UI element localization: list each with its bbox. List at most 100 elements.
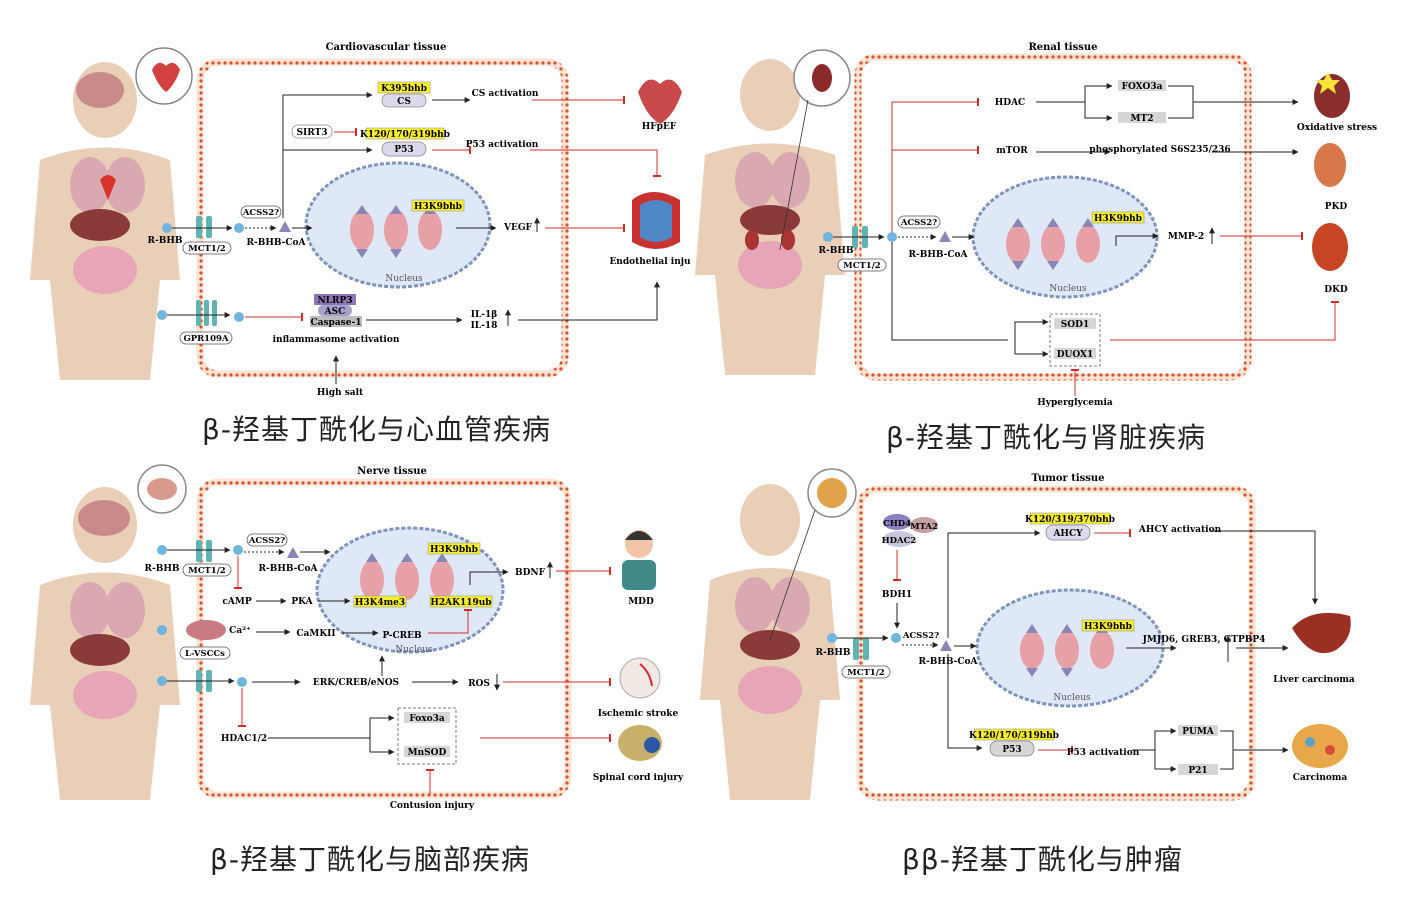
rbhb-coa-label-2: R-BHB-CoA xyxy=(909,250,969,260)
acss2-label-2: ACSS2? xyxy=(900,218,937,228)
ischemic-label: Ischemic stroke xyxy=(598,709,679,719)
rbhb-label: R-BHB xyxy=(148,236,183,246)
camkii-label: CaMKII xyxy=(296,629,335,639)
erk-label: ERK/CREB/eNOS xyxy=(313,678,399,688)
asc-label: ASC xyxy=(324,307,346,317)
gpr109a-receptor xyxy=(196,300,217,326)
mct-transporter xyxy=(196,216,212,238)
human-body-figure-4 xyxy=(700,484,840,800)
acss2-label-3: ACSS2? xyxy=(248,536,285,546)
k120-170bhb-label: K120/170/319bhb xyxy=(969,731,1059,741)
tissue-title: Cardiovascular tissue xyxy=(326,42,447,53)
hdac-label: HDAC xyxy=(995,98,1025,108)
spinal-label: Spinal cord injury xyxy=(593,773,684,783)
h3k9bhb-label-3: H3K9bhb xyxy=(430,545,478,555)
acss2-label-4: ACSS2? xyxy=(902,631,939,641)
h3k9bhb-label-4: H3K9bhb xyxy=(1084,622,1132,632)
rbhb-label-4: R-BHB xyxy=(816,648,851,658)
k120bhb-label: K120/170/319bhb xyxy=(360,130,450,140)
cs-activation-label: CS activation xyxy=(472,89,539,99)
hdac2-label: HDAC2 xyxy=(882,536,917,546)
tissue-title-2: Renal tissue xyxy=(1028,42,1097,53)
puma-label: PUMA xyxy=(1182,727,1215,737)
inflammasome-label: inflammasome activation xyxy=(273,335,400,345)
caption-nerve: β-羟基丁酰化与脑部疾病 xyxy=(210,843,530,876)
k120-319bhb-label: K120/319/370bhb xyxy=(1025,515,1115,525)
bdnf-label: BDNF xyxy=(515,568,546,578)
lung-icon xyxy=(70,157,110,213)
brain-zoom-icon xyxy=(147,478,177,500)
p21-label: P21 xyxy=(1188,766,1207,776)
mta2-label: MTA2 xyxy=(910,522,938,532)
panel-nerve: Nerve tissue Nucleus H3K9bhb H3K4me3 H2A… xyxy=(30,464,684,811)
intestine-icon xyxy=(73,246,137,294)
rbhb-coa-triangle xyxy=(279,221,291,232)
h3k4me3-label: H3K4me3 xyxy=(355,598,405,608)
mct-label-3: MCT1/2 xyxy=(188,566,226,576)
nucleus-label-4: Nucleus xyxy=(1053,693,1091,703)
high-salt-label: High salt xyxy=(317,388,364,398)
acss2-label: ACSS2? xyxy=(242,208,279,218)
p53-activation-label: P53 activation xyxy=(466,140,539,150)
kidney-zoom-icon xyxy=(812,64,832,92)
hdac2-shape xyxy=(883,531,915,547)
mmp2-label: MMP-2 xyxy=(1168,232,1204,242)
foxo3a-label: FOXO3a xyxy=(1122,82,1163,92)
duox1-label: DUOX1 xyxy=(1057,350,1094,360)
hfpef-label: HFpEF xyxy=(642,122,677,132)
rbhb-coa-label-3: R-BHB-CoA xyxy=(259,564,319,574)
kidney-pkd-icon xyxy=(1314,143,1346,187)
h2ak119ub-label: H2AK119ub xyxy=(430,598,491,608)
dkd-label: DKD xyxy=(1324,285,1348,295)
h3k9bhb-label-2: H3K9bhb xyxy=(1094,214,1142,224)
sod1-label: SOD1 xyxy=(1061,320,1089,330)
blood-vessel-icon xyxy=(632,192,680,249)
human-body-figure-3 xyxy=(30,487,180,800)
gpr109a-label: GPR109A xyxy=(183,334,228,344)
mct-label-2: MCT1/2 xyxy=(843,261,881,271)
hdac12-label: HDAC1/2 xyxy=(221,734,267,744)
panel-renal: Renal tissue Nucleus H3K9bhb MMP-2 R-BHB… xyxy=(695,42,1377,408)
ros-label: ROS xyxy=(468,679,490,689)
mtor-label: mTOR xyxy=(996,146,1028,156)
human-body-figure xyxy=(30,62,180,380)
caption-cardio: β-羟基丁酰化与心血管疾病 xyxy=(202,413,551,446)
tumor-zoom-icon xyxy=(817,478,847,508)
tissue-title-4: Tumor tissue xyxy=(1031,473,1104,484)
brain-icon xyxy=(76,72,124,108)
lvscc-label: L-VSCCs xyxy=(185,649,225,659)
heart-icon xyxy=(100,175,116,200)
chromatin-group xyxy=(350,205,442,258)
mta2-shape xyxy=(910,517,938,533)
panel-cardio: Cardiovascular tissue Nucleus H3K9bhb VE… xyxy=(30,42,691,398)
brain-ischemic-icon xyxy=(619,657,661,699)
chd4-label: CHD4 xyxy=(883,519,911,529)
rbhb-coa-label-4: R-BHB-CoA xyxy=(919,657,979,667)
k395bhb-label: K395bhb xyxy=(381,84,427,94)
liver-carcinoma-icon xyxy=(1292,612,1351,654)
bdh1-label: BDH1 xyxy=(882,590,912,600)
depressed-person-icon xyxy=(622,530,656,590)
nlrp3-label: NLRP3 xyxy=(317,296,352,306)
camp-label: cAMP xyxy=(222,597,251,607)
rbhb-label-2: R-BHB xyxy=(819,246,854,256)
carcinoma-icon xyxy=(1292,724,1348,768)
endothelial-label: Endothelial inju xyxy=(609,257,691,267)
kidney-dkd-icon xyxy=(1312,223,1348,271)
human-body-figure-2 xyxy=(695,59,845,375)
pka-label: PKA xyxy=(291,597,313,607)
heart-outcome-icon xyxy=(638,79,682,124)
contusion-label: Contusion injury xyxy=(390,801,475,811)
ahcy-activation-label: AHCY activation xyxy=(1138,525,1222,535)
cs-label: CS xyxy=(397,97,411,107)
nucleus-label-2: Nucleus xyxy=(1049,284,1087,294)
ahcy-label: AHCY xyxy=(1052,529,1083,539)
rbhb-coa-label: R-BHB-CoA xyxy=(247,238,307,248)
panel-tumor: Tumor tissue Nucleus H3K9bhb JMJD6, GREB… xyxy=(700,468,1355,801)
foxo3a-label-3: Foxo3a xyxy=(409,714,445,724)
nucleus-label: Nucleus xyxy=(385,274,423,284)
chromatin-group-3 xyxy=(360,553,454,600)
mct-label-4: MCT1/2 xyxy=(847,668,885,678)
p53-label: P53 xyxy=(394,145,413,155)
